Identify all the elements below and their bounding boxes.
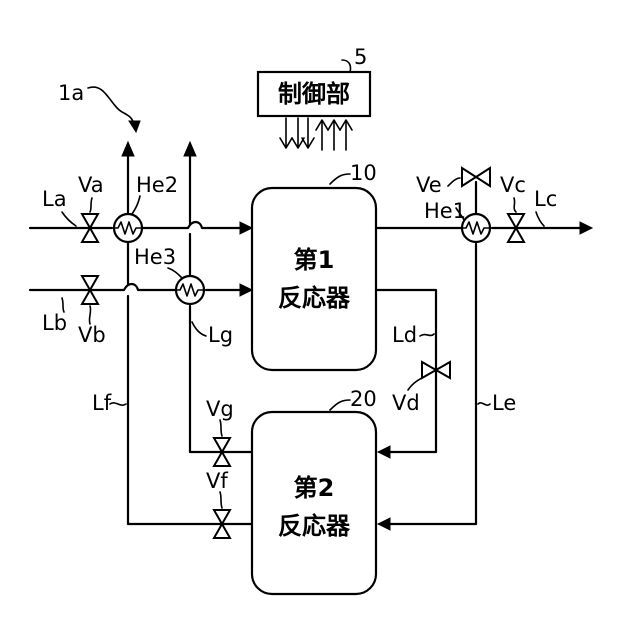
reactor-2 <box>252 412 376 594</box>
reactor-2-line2: 反応器 <box>278 512 351 540</box>
label-Vf: Vf <box>206 469 228 493</box>
reactor-2-ref: 20 <box>350 387 377 411</box>
label-Lb: Lb <box>42 311 67 335</box>
line-He3-outlet <box>184 142 196 280</box>
leader-Le <box>478 403 490 405</box>
reactor-1 <box>252 188 376 370</box>
figure-label-arrowhead <box>129 121 140 132</box>
leader-Vc <box>514 198 516 212</box>
label-He2: He2 <box>136 173 178 197</box>
leader-Va <box>90 198 92 212</box>
leader-Lb <box>62 298 64 312</box>
leader-He2 <box>132 196 140 214</box>
label-La: La <box>42 187 67 211</box>
reactor-2-line1: 第2 <box>294 474 335 502</box>
controller-ref: 5 <box>354 45 367 69</box>
leader-Vd <box>408 378 422 390</box>
leader-Lc <box>536 212 544 226</box>
reactor-1-line1: 第1 <box>294 246 335 274</box>
reactor-1-ref: 10 <box>350 161 377 185</box>
label-Vg: Vg <box>206 397 234 421</box>
label-Ld: Ld <box>392 323 417 347</box>
heat-exchanger-He2 <box>114 214 142 242</box>
label-He1: He1 <box>424 199 466 223</box>
leader-Vf <box>220 492 222 508</box>
label-Le: Le <box>492 391 516 415</box>
label-Vb: Vb <box>78 323 106 347</box>
line-Lb <box>30 284 252 296</box>
leader-Vg <box>220 420 222 436</box>
label-Va: Va <box>78 173 104 197</box>
controller-ref-leader <box>342 60 351 72</box>
leader-He3 <box>168 268 182 278</box>
label-Vd: Vd <box>392 391 420 415</box>
leader-Lf <box>110 403 126 405</box>
line-Le <box>378 244 476 530</box>
controller-label: 制御部 <box>278 80 350 108</box>
label-Lc: Lc <box>534 187 557 211</box>
leader-Ld <box>420 334 434 336</box>
leader-Vb <box>89 306 90 324</box>
figure-label: 1a <box>58 81 84 105</box>
label-Lf: Lf <box>92 391 112 415</box>
label-Ve: Ve <box>416 173 442 197</box>
label-Lg: Lg <box>208 323 233 347</box>
reactor-2-ref-leader <box>330 400 350 410</box>
heat-exchanger-He1 <box>462 214 490 242</box>
reactor-1-line2: 反応器 <box>278 284 351 312</box>
label-Vc: Vc <box>500 173 526 197</box>
leader-Ve <box>448 178 460 186</box>
leader-La <box>62 212 76 226</box>
leader-Lg <box>192 322 206 336</box>
heat-exchanger-He3 <box>176 276 204 304</box>
reactor-1-ref-leader <box>330 174 350 184</box>
control-signal-arrows <box>280 118 352 150</box>
figure-label-leader <box>88 87 134 124</box>
label-He3: He3 <box>134 245 176 269</box>
